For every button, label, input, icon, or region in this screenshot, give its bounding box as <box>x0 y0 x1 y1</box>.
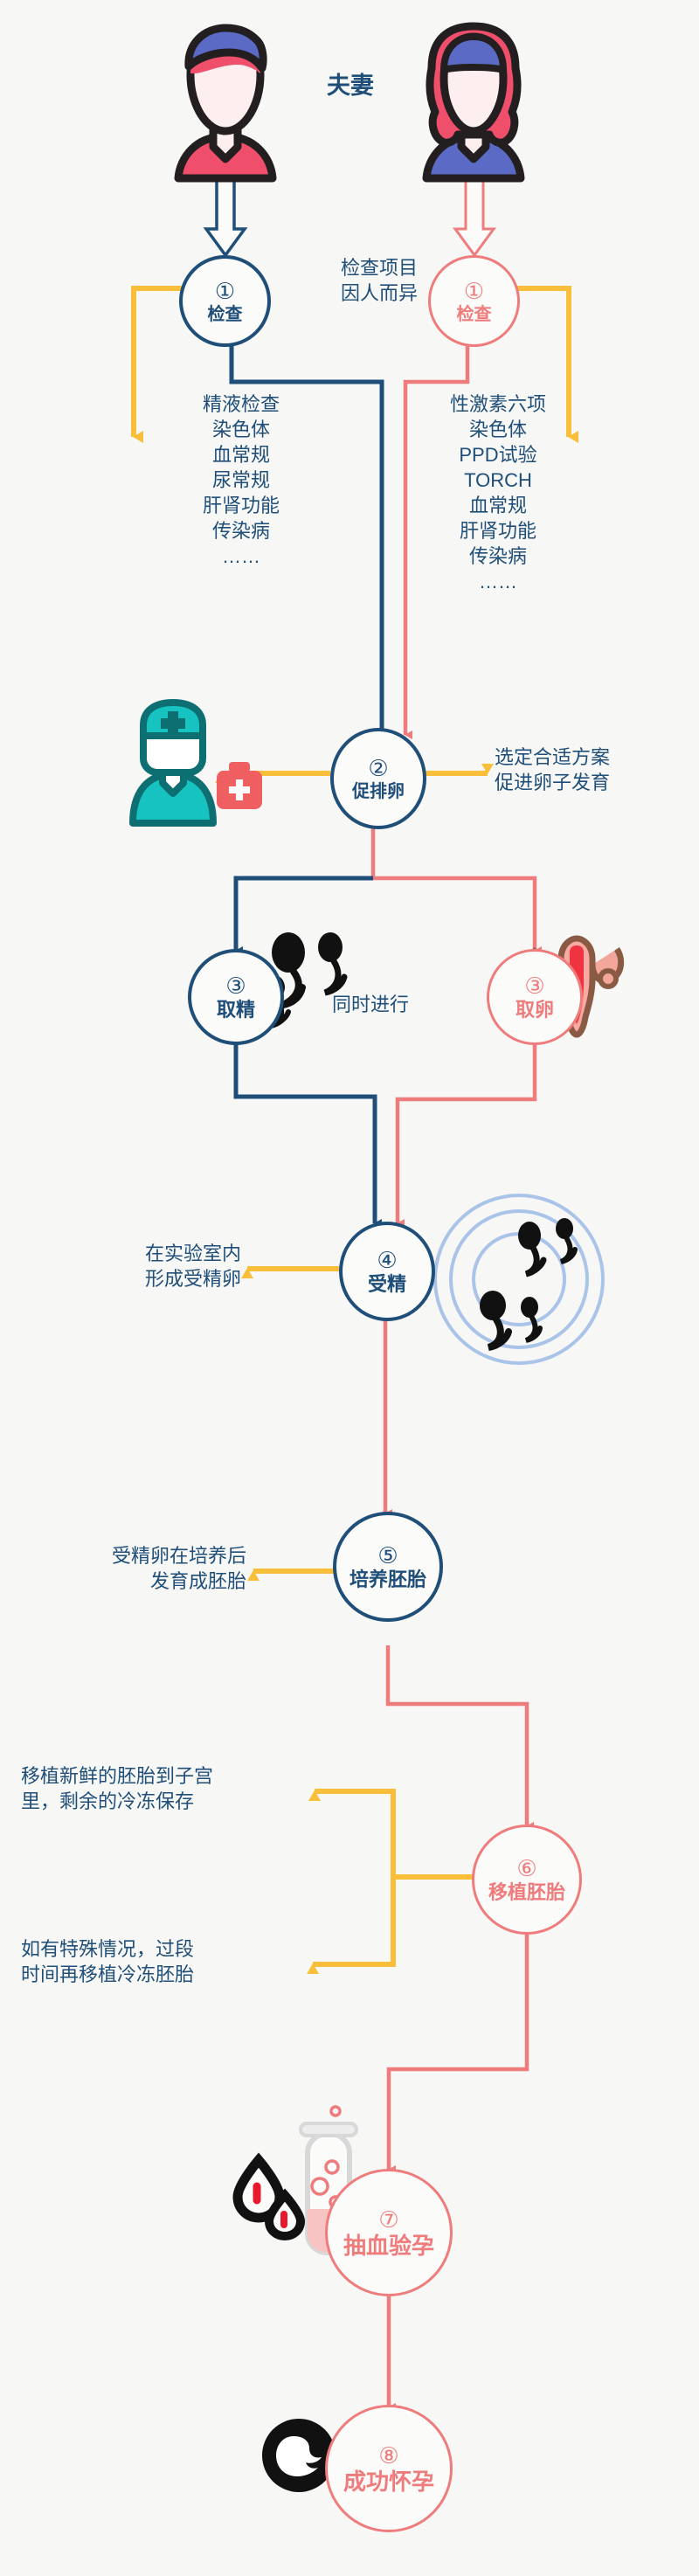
node-number: ④ <box>377 1247 398 1273</box>
node-embryo-transfer[interactable]: ⑥ 移植胚胎 <box>472 1825 582 1935</box>
node-ovulation[interactable]: ② 促排卵 <box>330 728 426 829</box>
note-transfer-frozen: 如有特殊情况，过段 时间再移植冷冻胚胎 <box>21 1938 195 1986</box>
node-label: 促排卵 <box>352 782 405 801</box>
note-simultaneous: 同时进行 <box>332 994 410 1015</box>
node-label: 培养胚胎 <box>349 1568 426 1590</box>
fork-to-egg-retrieval <box>373 876 542 955</box>
node-label: 抽血验孕 <box>343 2233 434 2259</box>
note-male-check-items: 精液检查 染色体 血常规 尿常规 肝肾功能 传染病 …… <box>202 393 280 568</box>
node-sperm-retrieval[interactable]: ③ 取精 <box>188 949 284 1045</box>
node-number: ① <box>214 277 236 304</box>
sperm-to-fertilization <box>233 1040 382 1228</box>
node-label: 成功怀孕 <box>343 2469 434 2495</box>
wife-to-check-arrow <box>453 176 496 258</box>
node-blood-test[interactable]: ⑦ 抽血验孕 <box>325 2169 453 2296</box>
page-title: 夫妻 <box>327 73 374 99</box>
node-husband-check[interactable]: ① 检查 <box>179 255 271 347</box>
culture-to-transfer <box>385 1645 534 1831</box>
node-egg-retrieval[interactable]: ③ 取卵 <box>487 949 583 1045</box>
note-transfer-fresh: 移植新鲜的胚胎到子宫 里，剩余的冷冻保存 <box>21 1765 214 1813</box>
note-ovulation: 选定合适方案 促进卵子发育 <box>495 746 611 794</box>
node-fertilization[interactable]: ④ 受精 <box>339 1222 435 1321</box>
note-female-check-items: 性激素六项 染色体 PPD试验 TORCH 血常规 肝肾功能 传染病 …… <box>449 393 546 593</box>
node-label: 检查 <box>207 304 243 324</box>
fetus-icon <box>262 2419 336 2492</box>
node-pregnancy[interactable]: ⑧ 成功怀孕 <box>325 2405 453 2532</box>
man-avatar-icon <box>174 24 277 183</box>
petri-dish-icon <box>433 1194 605 1365</box>
node-label: 取精 <box>216 999 255 1021</box>
transfer-to-blood-test <box>386 1931 529 2174</box>
note-embryo-culture: 受精卵在培养后 发育成胚胎 <box>111 1545 246 1593</box>
node-number: ⑦ <box>378 2206 399 2233</box>
egg-to-fertilization <box>395 1040 537 1228</box>
transfer-fresh-branch <box>308 1789 476 1880</box>
note-fertilization: 在实验室内 形成受精卵 <box>144 1243 241 1291</box>
node-number: ① <box>463 277 485 304</box>
node-wife-check[interactable]: ① 检查 <box>428 255 520 347</box>
blood-drop-icon <box>232 2152 306 2241</box>
transfer-frozen-branch <box>307 1877 396 1974</box>
note-check-varies: 检查项目 因人而异 <box>340 257 418 305</box>
node-number: ⑥ <box>516 1855 537 1881</box>
husband-to-check-arrow <box>203 176 248 258</box>
node-label: 取卵 <box>515 999 554 1021</box>
node-number: ⑤ <box>377 1542 398 1568</box>
fork-to-sperm-retrieval <box>233 876 373 955</box>
woman-avatar-icon <box>422 22 525 183</box>
node-label: 检查 <box>456 304 492 324</box>
node-number: ⑧ <box>378 2442 399 2469</box>
node-number: ③ <box>225 973 246 999</box>
node-number: ③ <box>524 973 545 999</box>
medical-kit-icon <box>217 762 262 809</box>
node-number: ② <box>368 755 389 781</box>
node-label: 受精 <box>367 1273 406 1295</box>
node-embryo-culture[interactable]: ⑤ 培养胚胎 <box>333 1512 443 1622</box>
node-label: 移植胚胎 <box>488 1881 565 1903</box>
doctor-icon <box>129 699 217 827</box>
